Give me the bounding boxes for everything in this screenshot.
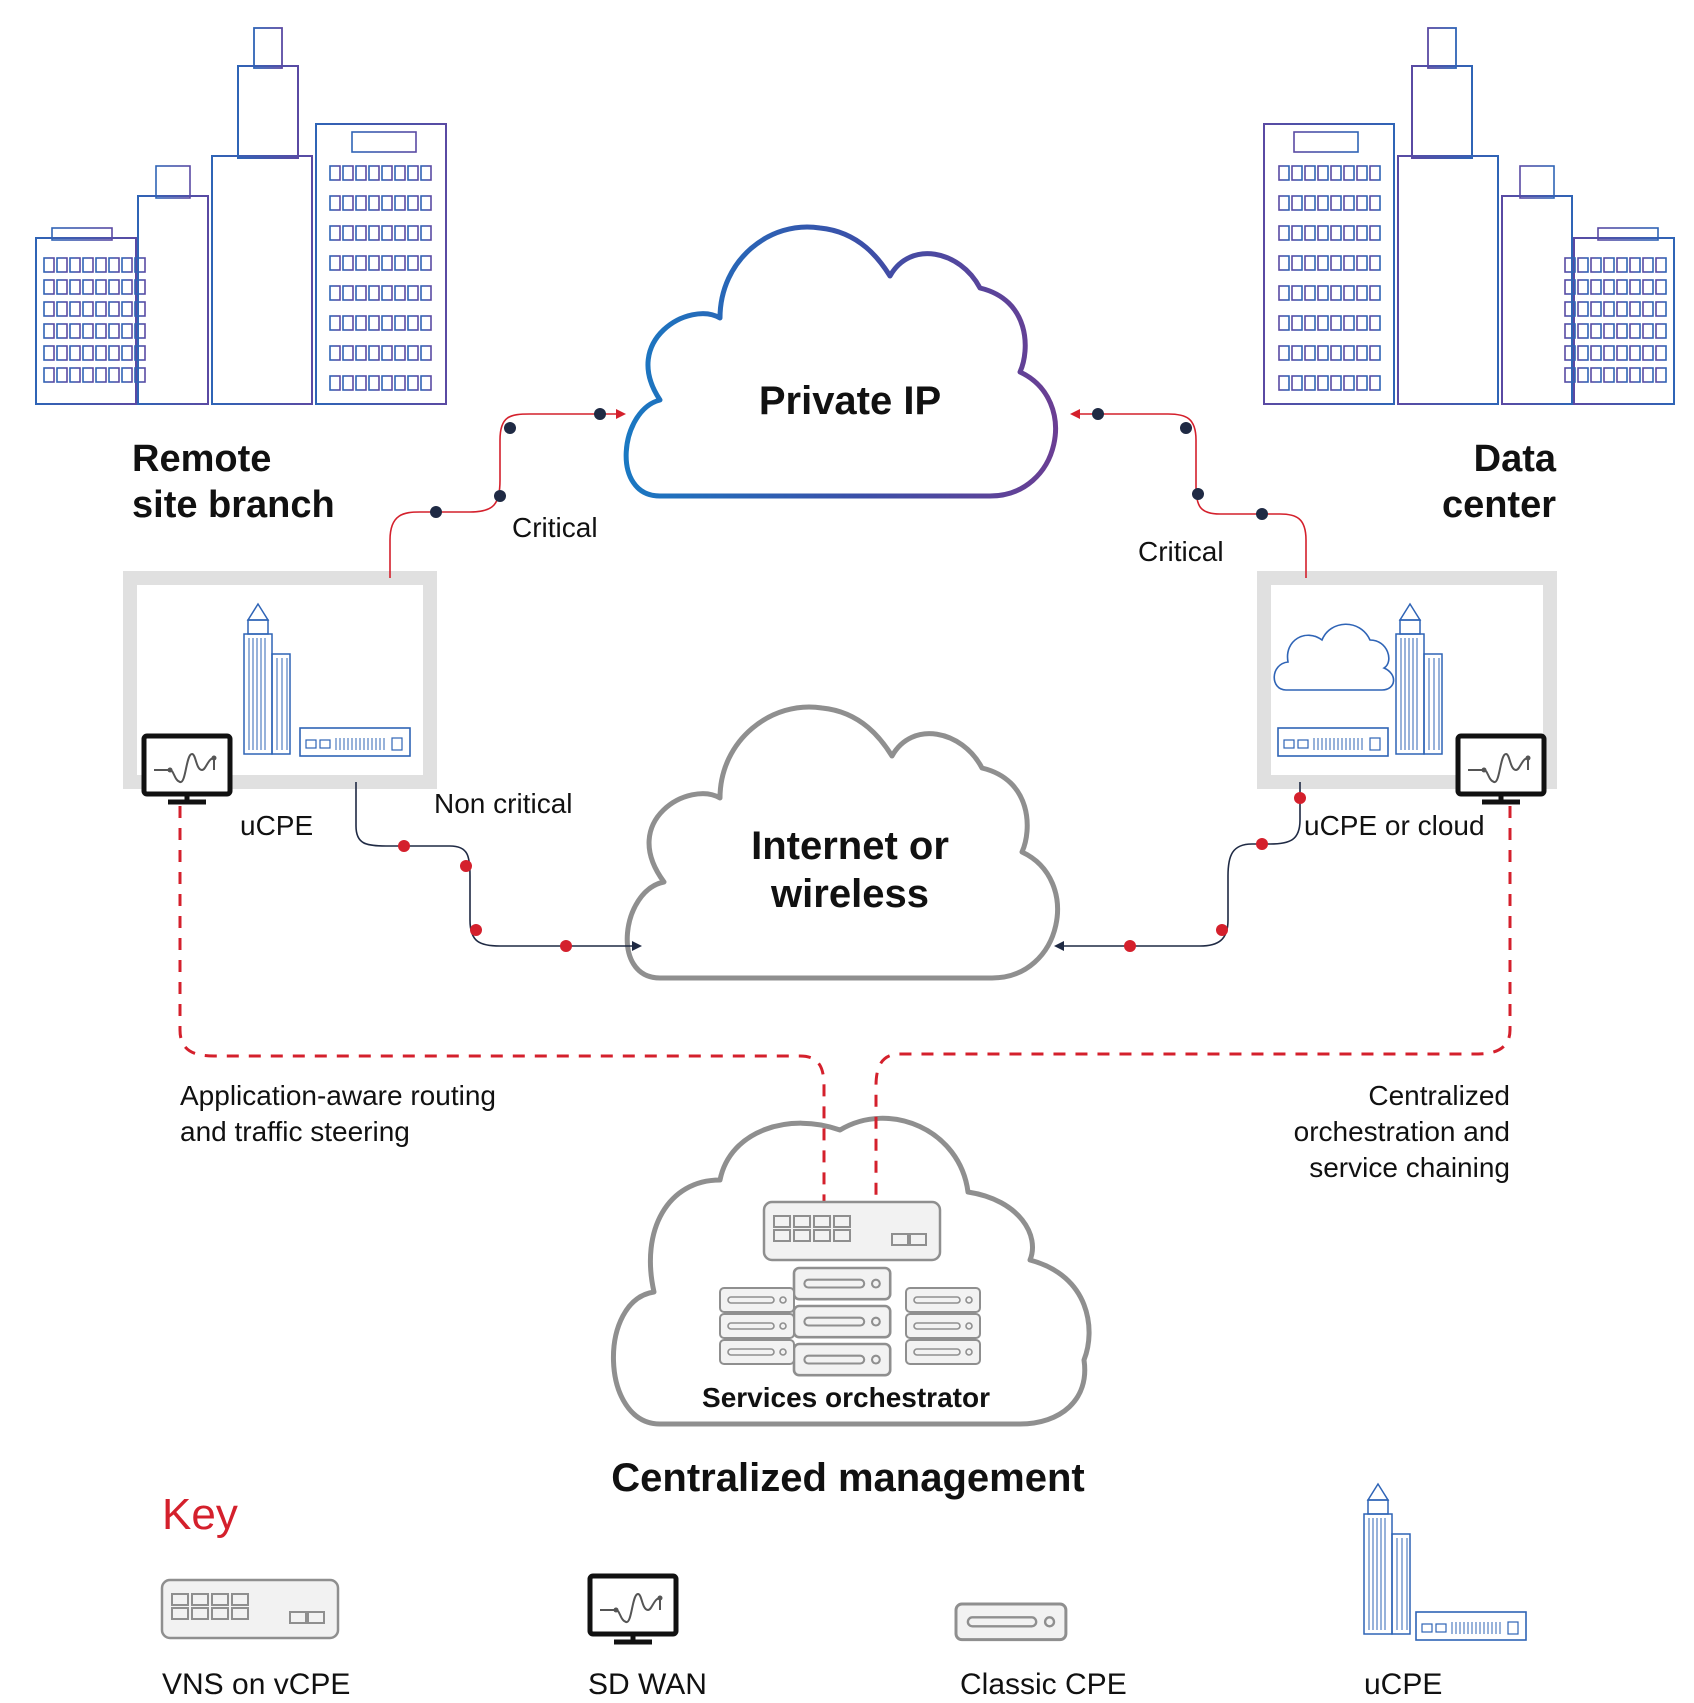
ucpe-right-label: uCPE or cloud — [1304, 810, 1485, 841]
sdwan-monitor-right-icon — [1458, 736, 1544, 802]
non-critical-label: Non critical — [434, 788, 573, 819]
internet-cloud-label: Internet or wireless — [700, 822, 1000, 918]
critical-left-label: Critical — [512, 512, 598, 543]
ucpe-left-label: uCPE — [240, 810, 314, 841]
remote-site-title: Remote site branch — [132, 436, 335, 528]
internet-cloud-label-line2: wireless — [771, 872, 929, 916]
orchestration-annotation-line3: service chaining — [1309, 1152, 1510, 1183]
key-label-ucpe: uCPE — [1364, 1668, 1443, 1701]
data-center-title-line2: center — [1441, 484, 1556, 526]
routing-annotation-line1: Application-aware routing — [180, 1080, 496, 1111]
data-center-title: Data center — [1442, 436, 1556, 528]
management-line-left — [178, 806, 826, 1204]
sdwan-monitor-left-icon — [144, 736, 230, 802]
routing-annotation-line2: and traffic steering — [180, 1116, 410, 1147]
key-label-vns: VNS on vCPE — [162, 1668, 351, 1701]
data-center-building-icon — [1250, 16, 1694, 404]
orchestration-annotation: Centralized orchestration and service ch… — [1294, 1078, 1510, 1186]
key-label-sdwan: SD WAN — [588, 1668, 707, 1701]
remote-site-title-line2: site branch — [132, 484, 335, 526]
key-title: Key — [162, 1490, 238, 1539]
key-classic-cpe-icon — [954, 1602, 1068, 1642]
private-ip-cloud-icon — [623, 224, 1058, 499]
key-vns-router-icon — [160, 1578, 340, 1640]
orchestrator-server-stack-icon — [719, 1266, 981, 1377]
orchestration-annotation-line2: orchestration and — [1293, 1116, 1510, 1147]
private-ip-label: Private IP — [758, 379, 942, 423]
management-line-right — [874, 806, 1512, 1204]
internet-cloud-label-line1: Internet or — [751, 824, 949, 868]
critical-right-label: Critical — [1138, 536, 1224, 567]
data-center-title-line1: Data — [1473, 438, 1556, 480]
key-ucpe-icon — [1363, 1483, 1527, 1641]
non-critical-link-right — [1054, 782, 1306, 952]
centralized-management-title: Centralized management — [611, 1456, 1085, 1500]
internet-cloud-icon — [624, 704, 1060, 981]
remote-site-title-line1: Remote — [132, 438, 272, 480]
key-sdwan-monitor-icon — [590, 1576, 676, 1642]
orchestrator-cloud-icon — [611, 1115, 1092, 1427]
orchestration-annotation-line1: Centralized — [1368, 1080, 1510, 1111]
critical-link-left — [389, 408, 626, 578]
non-critical-link-left — [355, 782, 642, 952]
remote-site-building-icon — [16, 16, 460, 404]
small-cloud-icon — [1273, 623, 1395, 691]
orchestrator-router-icon — [762, 1200, 942, 1262]
routing-annotation: Application-aware routing and traffic st… — [180, 1078, 496, 1150]
key-label-classic-cpe: Classic CPE — [960, 1668, 1127, 1701]
critical-link-right — [1070, 408, 1307, 578]
orchestrator-label: Services orchestrator — [702, 1382, 990, 1413]
